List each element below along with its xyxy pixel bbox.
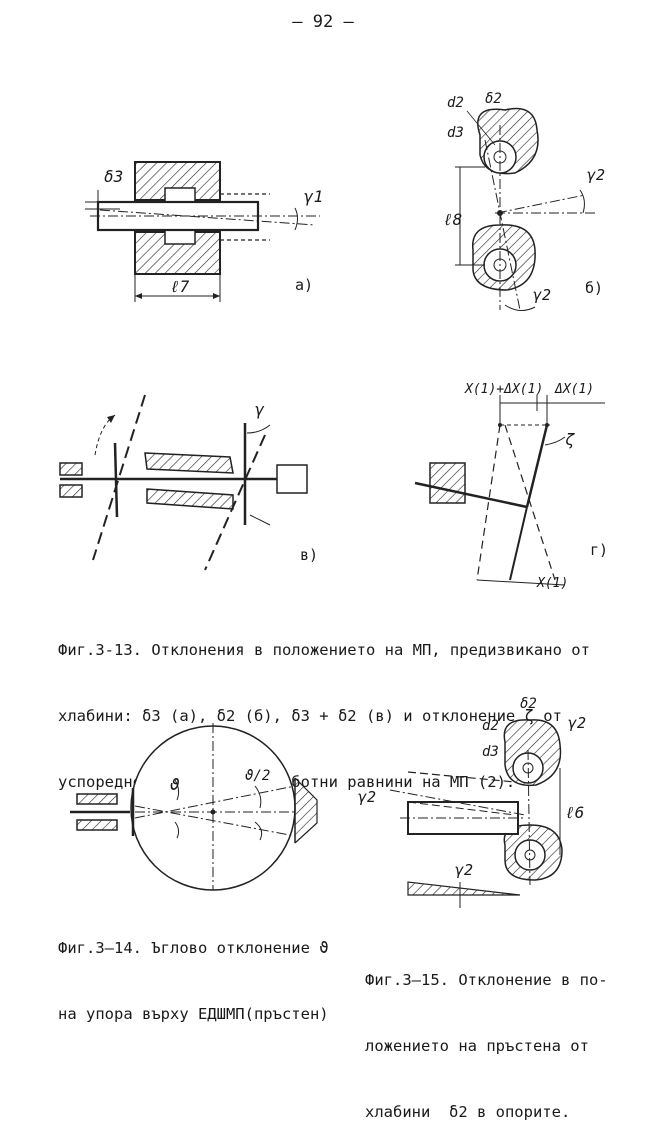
d2-label: d2 [447,95,464,111]
figure-3-15: ℓ6 d2 d3 δ2 γ2 γ2 γ2 [350,690,610,915]
figure-3-13b: ℓ8 d2 d3 δ2 γ2 γ2 б) [425,85,630,325]
caption-line: Фиг.3–15. Отклонение в по- [365,971,608,989]
panel-a-label: а) [295,276,313,294]
l8-label: ℓ8 [443,210,462,229]
caption-line: на упора върху ЕДШМП(пръстен) [58,1005,329,1023]
delta2-label: δ2 [485,91,502,107]
theta-half-label: ϑ/2 [245,768,270,784]
x1-label: X(1) [536,576,568,591]
d3-label: d3 [482,744,499,760]
dx-label: ΔX(1) [554,382,594,397]
delta3-label: δ3 [104,167,123,186]
zeta-label: ζ [565,430,575,449]
d2-label: d2 [482,718,499,734]
gamma2-label-left: γ2 [358,788,376,806]
gamma2-label-bottom: γ2 [455,861,473,879]
delta2-label: δ2 [520,696,537,712]
caption-line: Фиг.3-13. Отклонения в положението на МП… [58,641,590,659]
l7-label: ℓ7 [170,277,190,296]
gamma2-label-right: γ2 [568,714,586,732]
theta-label: ϑ [170,775,180,794]
gamma1-label: γ1 [304,187,323,206]
caption-line: хлабини δ2 в опорите. [365,1103,571,1121]
panel-b-label: б) [585,279,603,297]
caption-line: Фиг.3–14. Ъглово отклонение ϑ [58,939,329,957]
panel-v-label: в) [300,546,318,564]
figure-3-15-caption: Фиг.3–15. Отклонение в по- ложението на … [365,925,608,1145]
caption-line: ложението на пръстена от [365,1037,589,1055]
figure-3-13a: δ3 γ1 ℓ7 а) [80,150,330,310]
x-plus-dx-label: X(1)+ΔX(1) [464,382,543,397]
l6-label: ℓ6 [565,803,584,822]
figure-3-14: ϑ ϑ/2 [55,718,335,893]
figure-3-13v: γ в) [55,385,330,580]
gamma2-label-bottom: γ2 [533,286,551,304]
panel-g-label: г) [590,541,608,559]
caption-line: хлабини: δ3 (а), δ2 (б), δ3 + δ2 (в) и о… [58,707,562,725]
figure-3-14-caption: Фиг.3–14. Ъглово отклонение ϑ на упора в… [58,893,329,1047]
figure-3-13g: X(1)+ΔX(1) ΔX(1) ζ X(1) г) [405,375,640,595]
gamma2-label-top: γ2 [587,166,605,184]
gamma-label: γ [255,400,265,419]
d3-label: d3 [447,125,464,141]
page-number: – 92 – [292,12,354,32]
